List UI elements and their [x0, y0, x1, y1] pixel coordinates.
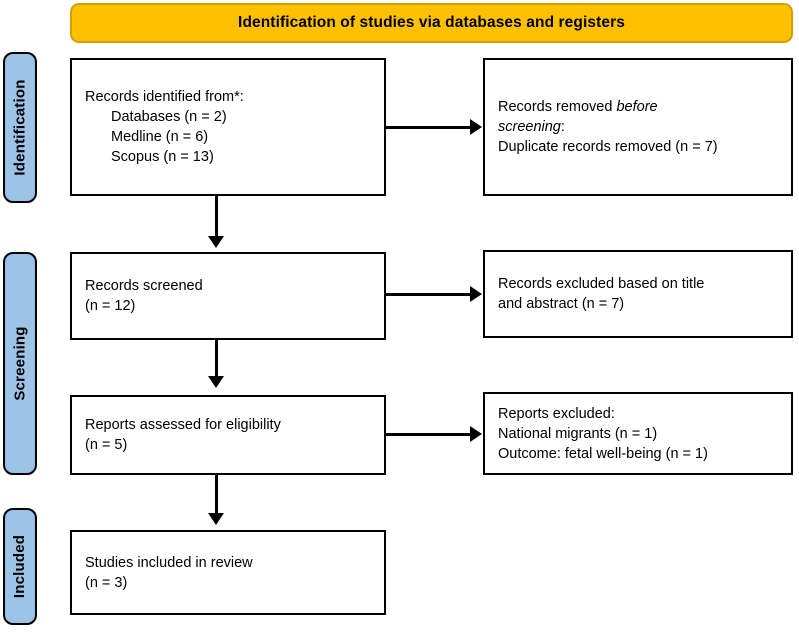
box-reports-excluded: Reports excluded: National migrants (n =… — [483, 392, 793, 475]
diagram-banner: Identification of studies via databases … — [70, 3, 793, 43]
connector-assessed-to-included-line — [215, 475, 218, 515]
records-screened-line-2: (n = 12) — [85, 298, 136, 314]
records-removed-text-normal: Records removed — [498, 99, 617, 115]
records-identified-line-3: Medline (n = 6) — [111, 129, 209, 145]
records-excluded-line-1: Records excluded based on title — [498, 276, 705, 292]
stage-pill-included: Included — [3, 508, 37, 625]
stage-pill-screening: Screening — [3, 252, 37, 475]
box-records-identified: Records identified from*: Databases (n =… — [70, 58, 386, 196]
reports-excluded-line-2: National migrants (n = 1) — [498, 425, 658, 442]
studies-included-line-2: (n = 3) — [85, 574, 128, 591]
connector-identified-to-removed-arrowhead — [470, 119, 482, 135]
banner-title: Identification of studies via databases … — [238, 14, 625, 31]
connector-identified-to-screened-arrowhead — [208, 236, 224, 248]
stage-pill-identification: Identification — [3, 52, 37, 203]
stage-label-screening: Screening — [11, 326, 29, 401]
studies-included-line-1: Studies included in review — [85, 554, 253, 571]
connector-identified-to-removed-line — [386, 126, 472, 129]
box-records-removed: Records removed before screening: Duplic… — [483, 58, 793, 196]
records-screened-line-1: Records screened — [85, 278, 203, 294]
stage-label-included: Included — [11, 534, 29, 599]
box-records-screened: Records screened (n = 12) — [70, 252, 386, 340]
records-removed-text-italic: before — [616, 99, 658, 115]
reports-excluded-line-1: Reports excluded: — [498, 405, 615, 422]
connector-assessed-to-reports-excluded-line — [386, 433, 472, 436]
box-studies-included: Studies included in review (n = 3) — [70, 530, 386, 615]
records-removed-text-italic-2: screening — [498, 119, 561, 135]
connector-screened-to-assessed-line — [215, 340, 218, 378]
connector-screened-to-excluded-arrowhead — [470, 286, 482, 302]
connector-screened-to-assessed-arrowhead — [208, 376, 224, 388]
reports-assessed-line-2: (n = 5) — [85, 437, 128, 453]
records-removed-line-1: Records removed before — [498, 97, 778, 117]
box-records-excluded: Records excluded based on title and abst… — [483, 250, 793, 338]
records-removed-line-2: screening: — [498, 117, 778, 137]
records-excluded-line-2: and abstract (n = 7) — [498, 296, 625, 312]
connector-screened-to-excluded-line — [386, 293, 472, 296]
stage-label-identification: Identification — [11, 79, 29, 176]
box-reports-assessed: Reports assessed for eligibility (n = 5) — [70, 395, 386, 475]
connector-assessed-to-included-arrowhead — [208, 513, 224, 525]
records-identified-line-2: Databases (n = 2) — [111, 109, 227, 125]
reports-excluded-line-3: Outcome: fetal well-being (n = 1) — [498, 445, 708, 462]
connector-identified-to-screened-line — [215, 196, 218, 238]
reports-assessed-line-1: Reports assessed for eligibility — [85, 417, 281, 433]
records-identified-line-1: Records identified from*: — [85, 89, 244, 105]
records-identified-line-4: Scopus (n = 13) — [111, 149, 214, 165]
records-removed-line-3: Duplicate records removed (n = 7) — [498, 139, 718, 155]
records-removed-colon: : — [560, 119, 565, 135]
connector-assessed-to-reports-excluded-arrowhead — [470, 426, 482, 442]
